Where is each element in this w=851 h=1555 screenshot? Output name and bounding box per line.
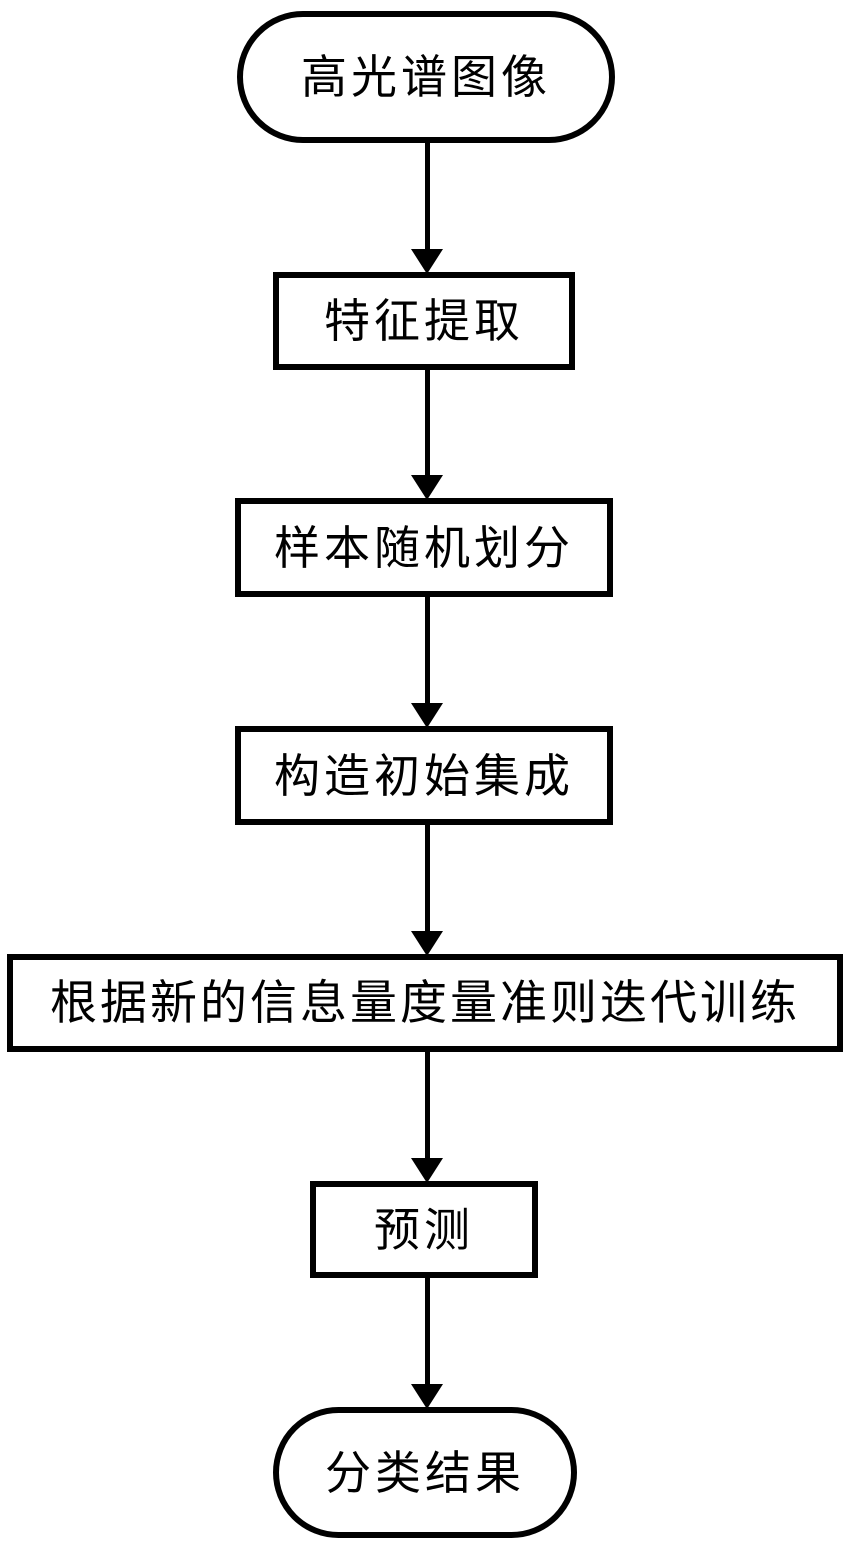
arrow-head [411,249,443,274]
arrow-shaft [424,143,430,249]
arrow-down-icon [411,1278,443,1409]
node-predict: 预测 [310,1181,538,1278]
arrow-head [411,475,443,500]
node-start-hyperspectral-image: 高光谱图像 [237,11,615,143]
node-sample-random-split: 样本随机划分 [235,498,613,597]
arrow-down-icon [411,370,443,500]
arrow-down-icon [411,1052,443,1183]
arrow-shaft [424,1052,430,1158]
arrow-down-icon [411,597,443,728]
arrow-shaft [424,370,430,475]
node-classification-result: 分类结果 [273,1407,577,1538]
arrow-head [411,1384,443,1409]
node-iterative-training-criterion: 根据新的信息量度量准则迭代训练 [7,954,843,1052]
arrow-shaft [424,597,430,703]
arrow-head [411,1158,443,1183]
arrow-down-icon [411,825,443,956]
arrow-head [411,703,443,728]
arrow-shaft [424,1278,430,1384]
node-construct-initial-ensemble: 构造初始集成 [235,726,613,825]
arrow-shaft [424,825,430,931]
node-feature-extraction: 特征提取 [273,272,575,370]
arrow-head [411,931,443,956]
arrow-down-icon [411,143,443,274]
